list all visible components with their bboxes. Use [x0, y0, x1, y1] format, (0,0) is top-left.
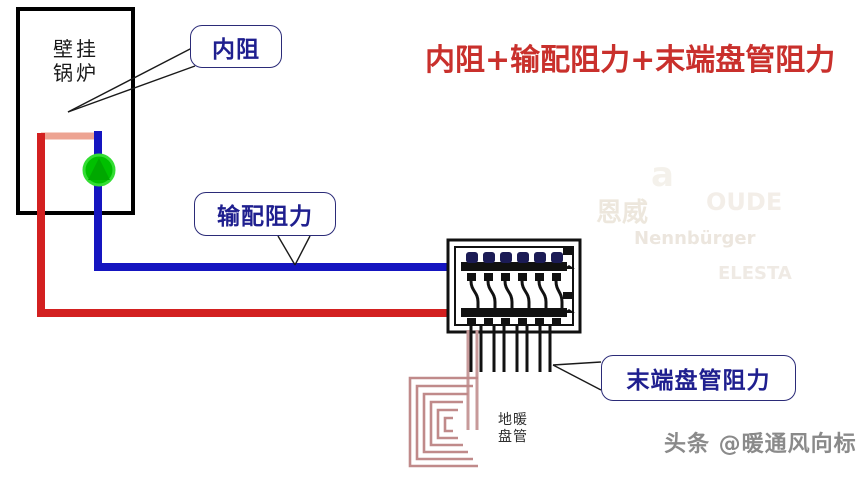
background-logo-mark: a	[651, 155, 674, 195]
callout-leader-terminal	[552, 361, 602, 391]
callout-leader-internal	[67, 47, 196, 113]
manifold-lower-fittings	[467, 318, 561, 326]
floor-heating-coil	[408, 376, 478, 468]
floor-coil-label: 地暖 盘管	[498, 412, 528, 445]
manifold-actuator-heads	[466, 252, 563, 263]
watermark-text: 头条 @暖通风向标	[664, 432, 856, 457]
background-logo-nennburger: Nennbürger	[634, 228, 756, 249]
background-logo-enwei: 恩威	[596, 198, 649, 228]
callout-internal-resistance[interactable]: 内阻	[190, 25, 282, 68]
supply-pipe-red	[37, 133, 452, 317]
manifold-end-valves	[563, 248, 575, 313]
coil-feed-pipes	[466, 330, 479, 430]
manifold-assembly	[446, 238, 582, 334]
callout-leader-transport	[277, 235, 311, 266]
headline-formula: 内阻+输配阻力+末端盘管阻力	[425, 43, 836, 78]
background-logo-elesta: ELESTA	[718, 263, 792, 284]
callout-transport-resistance[interactable]: 输配阻力	[194, 192, 336, 236]
terminal-loop-risers	[469, 326, 552, 372]
boiler-label: 壁挂 锅炉	[53, 37, 99, 85]
callout-terminal-coil-resistance[interactable]: 末端盘管阻力	[601, 355, 796, 401]
manifold-flow-meters	[467, 273, 561, 281]
circulation-pump-icon	[82, 153, 116, 187]
manifold-branch-connectors	[469, 280, 564, 308]
background-logo-oude: OUDE	[706, 188, 783, 216]
